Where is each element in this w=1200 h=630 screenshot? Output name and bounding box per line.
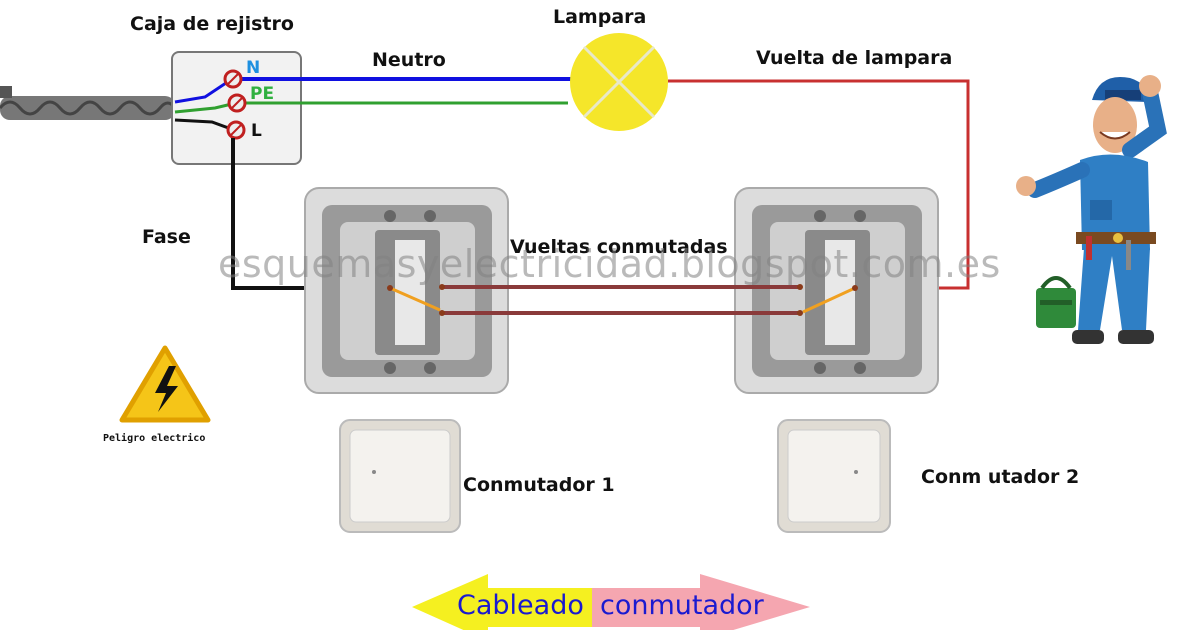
electrician-icon bbox=[1016, 75, 1167, 344]
switch-2-bridge bbox=[802, 286, 856, 314]
lamp-return-label: Vuelta de lampara bbox=[756, 47, 953, 69]
lamp-icon bbox=[570, 33, 668, 131]
terminal-pe bbox=[227, 93, 247, 113]
high-voltage-icon bbox=[119, 345, 211, 423]
switch-2-cover bbox=[777, 419, 891, 533]
switch-2-label: Conm utador 2 bbox=[921, 466, 1080, 488]
supply-cable bbox=[0, 86, 177, 120]
terminal-n-label: N bbox=[246, 58, 261, 78]
terminal-n bbox=[223, 69, 243, 89]
watermark: esquemasyelectricidad.blogspot.com.es bbox=[218, 242, 1001, 286]
switched-returns-label: Vueltas conmutadas bbox=[510, 236, 728, 258]
junction-box-label: Caja de rejistro bbox=[130, 13, 294, 35]
lamp-label: Lampara bbox=[553, 6, 647, 28]
switch-1-bridge bbox=[389, 286, 441, 312]
banner-right-text: conmutador bbox=[600, 590, 764, 621]
banner-arrow bbox=[412, 574, 810, 630]
switch-2-mechanism bbox=[734, 187, 939, 394]
switch-1-cover bbox=[339, 419, 461, 533]
switch-1-mechanism bbox=[304, 187, 509, 394]
banner-left-text: Cableado bbox=[457, 590, 584, 621]
terminal-l-label: L bbox=[251, 121, 262, 141]
neutral-label: Neutro bbox=[372, 49, 446, 71]
terminal-pe-label: PE bbox=[250, 84, 275, 104]
danger-label: Peligro electrico bbox=[103, 433, 206, 444]
box-neutral-wire bbox=[174, 77, 233, 104]
terminal-l bbox=[226, 120, 246, 140]
phase-label: Fase bbox=[142, 226, 191, 248]
switch-1-label: Conmutador 1 bbox=[463, 474, 615, 496]
box-phase-wire bbox=[174, 118, 235, 132]
